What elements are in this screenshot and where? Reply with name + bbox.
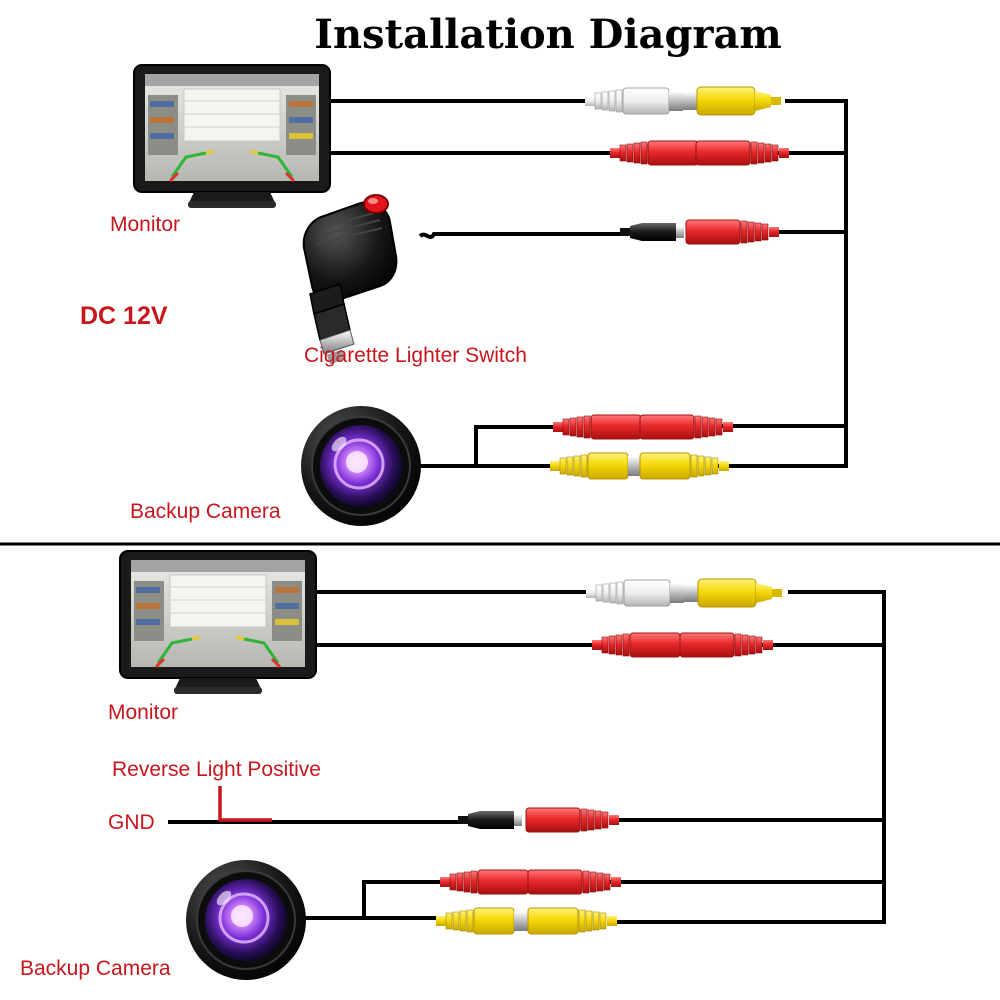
camera-label: Backup Camera: [20, 957, 171, 980]
monitor-label: Monitor: [108, 701, 178, 724]
camera-yellow-socket: [527, 907, 618, 935]
monitor-label: Monitor: [110, 213, 180, 236]
diagram-title: Installation Diagram: [314, 11, 781, 58]
backup-camera-image: [299, 404, 423, 528]
wires: [330, 99, 848, 468]
power-red-socket: [525, 807, 620, 833]
power-black-plug: [458, 811, 522, 829]
gnd-label: GND: [108, 811, 155, 834]
power-red-socket: [685, 219, 780, 245]
power-black-plug: [620, 223, 684, 241]
backup-camera-image: [184, 858, 308, 982]
rca-yellow-socket: [682, 86, 782, 116]
camera-red-plug: [552, 414, 642, 440]
camera-red-socket: [527, 869, 622, 895]
rca-red-plug: [609, 140, 699, 166]
reverse-light-label: Reverse Light Positive: [112, 758, 321, 781]
camera-yellow-socket: [639, 452, 730, 480]
rca-red-plug: [591, 632, 681, 658]
rca-yellow-socket: [683, 578, 783, 608]
camera-yellow-plug: [549, 452, 643, 480]
camera-red-socket: [639, 414, 734, 440]
rca-red-socket: [695, 140, 790, 166]
rca-white-plug: [584, 87, 684, 115]
lighter-label: Cigarette Lighter Switch: [304, 344, 527, 367]
rca-red-socket: [679, 632, 774, 658]
monitor-image: [132, 63, 332, 210]
camera-red-plug: [439, 869, 529, 895]
rca-white-plug: [585, 579, 685, 607]
camera-yellow-plug: [435, 907, 529, 935]
power-label: DC 12V: [80, 302, 168, 330]
reverse-light-wire: [218, 786, 272, 822]
cigarette-lighter-image: [302, 194, 398, 366]
monitor-image: [118, 549, 318, 696]
wiring-option-2: Monitor Reverse Light Positive GND Backu…: [20, 549, 886, 982]
wires: [168, 590, 886, 924]
wiring-option-1: Monitor DC 12V Cigarette Lighter Switch …: [80, 63, 848, 528]
camera-label: Backup Camera: [130, 500, 281, 523]
